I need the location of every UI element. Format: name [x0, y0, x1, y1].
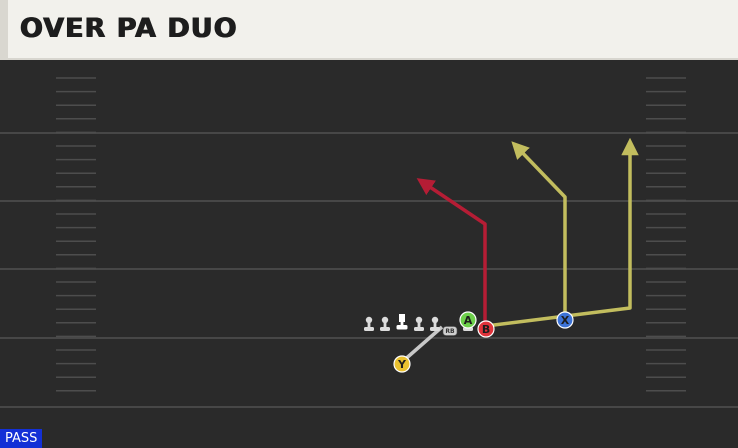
lineman-icon	[414, 316, 424, 331]
lineman-icon	[380, 316, 390, 331]
lineman-icon	[364, 316, 374, 331]
route-lead-block	[485, 137, 639, 328]
offensive-line	[364, 314, 440, 331]
b-button-label: B	[482, 323, 490, 336]
player-x[interactable]: X	[556, 311, 574, 329]
field-canvas: RB A B X Y	[0, 77, 738, 408]
x-button-label: X	[561, 314, 570, 327]
lineman-icon	[430, 316, 440, 331]
route-b-post	[416, 178, 487, 327]
yard-lines	[0, 132, 738, 408]
hash-marks	[56, 77, 686, 392]
a-button-label: A	[464, 314, 473, 327]
b-button-icon	[477, 320, 495, 338]
center-icon	[396, 314, 408, 330]
play-title-bar: OVER PA DUO	[0, 0, 738, 60]
player-b[interactable]: B	[477, 320, 495, 338]
route-x-stem	[511, 141, 567, 320]
player-a[interactable]: A	[459, 311, 477, 329]
title-accent-stripe	[0, 0, 8, 60]
y-button-label: Y	[397, 358, 407, 371]
rb-label: RB	[445, 328, 455, 335]
player-y[interactable]: Y	[393, 355, 411, 373]
y-button-icon	[393, 355, 411, 373]
x-button-icon	[556, 311, 574, 329]
a-button-icon	[459, 311, 477, 329]
route-y-flat	[400, 325, 444, 364]
play-name: OVER PA DUO	[20, 13, 238, 44]
routes	[400, 137, 639, 364]
play-diagram-field: RB A B X Y	[0, 60, 738, 448]
rb-badge: RB	[442, 326, 458, 336]
play-type-tag: PASS	[0, 429, 43, 448]
